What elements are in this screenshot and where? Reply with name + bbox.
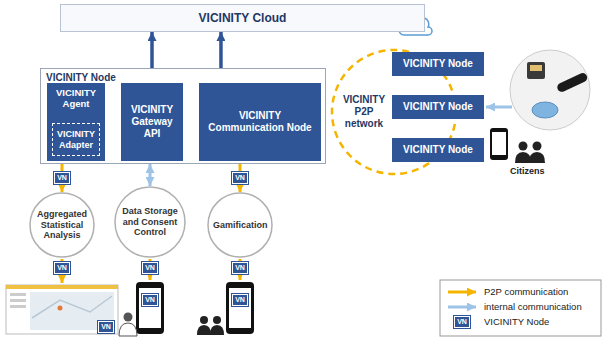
screen-sidebar <box>10 293 26 296</box>
node-badge: VN <box>142 262 158 274</box>
cloud-box: VICINITY Cloud <box>60 4 425 32</box>
agent-box: VICINITY AgentVICINITY Adapter <box>47 83 105 161</box>
blue-device <box>532 102 558 118</box>
component-box: VICINITY Communication Node <box>199 83 321 161</box>
legend-text: internal communication <box>484 301 582 313</box>
group-label: Citizens <box>510 166 545 176</box>
legend-text: VICINITY Node <box>484 316 549 328</box>
node-label: Aggregated Statistical Analysis <box>35 209 89 241</box>
phone-icon <box>136 282 164 334</box>
node-badge: VN <box>232 262 248 274</box>
component-box: VICINITY Node <box>392 138 484 162</box>
node-badge: VN <box>54 172 70 184</box>
node-badge: VN <box>54 262 70 274</box>
connector <box>149 164 152 186</box>
component-box: VICINITY Node <box>392 95 484 119</box>
screen-header <box>6 285 118 289</box>
person-head <box>519 142 528 151</box>
node-label: Data Storage and Consent Control <box>121 206 180 238</box>
device-circle <box>510 50 590 130</box>
fitness-band <box>556 72 589 94</box>
legend-sample-internal <box>448 306 476 309</box>
phone-screen <box>229 288 251 328</box>
person-body <box>197 325 211 335</box>
screen-frame <box>6 285 118 334</box>
node-badge: VN <box>142 294 158 306</box>
gamification-phone <box>197 282 254 335</box>
node-label: VICINITY Node <box>403 58 473 70</box>
sensor-device <box>527 62 545 79</box>
doctor-head <box>124 313 133 322</box>
phone-icon <box>226 282 254 334</box>
node-label: VICINITY Cloud <box>199 11 287 25</box>
component-box: VICINITY Node <box>392 52 484 76</box>
phone-icon <box>490 128 508 160</box>
legend-sample-p2p <box>448 291 476 294</box>
person-body <box>515 152 531 163</box>
node-badge: VN <box>232 294 248 306</box>
person-head <box>213 316 221 324</box>
node-label: VICINITY Node <box>403 101 473 113</box>
legend-text: P2P communication <box>484 286 568 298</box>
node-label: VICINITY Node <box>41 69 325 86</box>
phone-screen <box>139 288 161 328</box>
device-arrow <box>486 106 512 109</box>
adapter-box: VICINITY Adapter <box>52 123 100 156</box>
node-label: VICINITY Adapter <box>55 129 97 151</box>
node-label: VICINITY P2P network <box>338 94 390 130</box>
service-ring <box>208 193 272 257</box>
map-road <box>32 296 112 318</box>
phone-screen <box>492 132 506 155</box>
node-label: VICINITY Communication Node <box>202 110 318 134</box>
doctor-phone <box>119 282 164 336</box>
node-label: Gamification <box>213 220 267 231</box>
sensor-display <box>530 65 542 71</box>
person-body <box>210 325 224 335</box>
node-badge: VN <box>98 321 114 333</box>
legend-frame <box>440 280 601 336</box>
component-box: VICINITY Gateway API <box>121 83 183 161</box>
person-head <box>533 142 542 151</box>
node-label: VICINITY Agent <box>47 83 105 109</box>
citizens-figure <box>490 128 545 163</box>
device-group <box>486 50 590 130</box>
service-circle: Aggregated Statistical Analysis <box>29 192 95 258</box>
node-frame: VICINITY NodeVICINITY AgentVICINITY Adap… <box>40 68 326 164</box>
map-pin <box>58 306 63 311</box>
dashboard-screenshot <box>6 285 118 334</box>
service-ring <box>115 187 185 257</box>
person-head <box>200 316 208 324</box>
service-ring <box>30 193 94 257</box>
doctor-body <box>119 323 137 336</box>
node-label: VICINITY Gateway API <box>124 104 180 140</box>
legend-box <box>440 280 601 336</box>
node-badge: VN <box>232 172 248 184</box>
service-circle: Data Storage and Consent Control <box>114 186 186 258</box>
person-body <box>529 152 545 163</box>
screen-sidebar <box>10 299 26 302</box>
node-label: VICINITY Node <box>403 144 473 156</box>
screen-sidebar <box>10 305 26 308</box>
service-circle: Gamification <box>207 192 273 258</box>
node-badge: VN <box>454 316 470 328</box>
